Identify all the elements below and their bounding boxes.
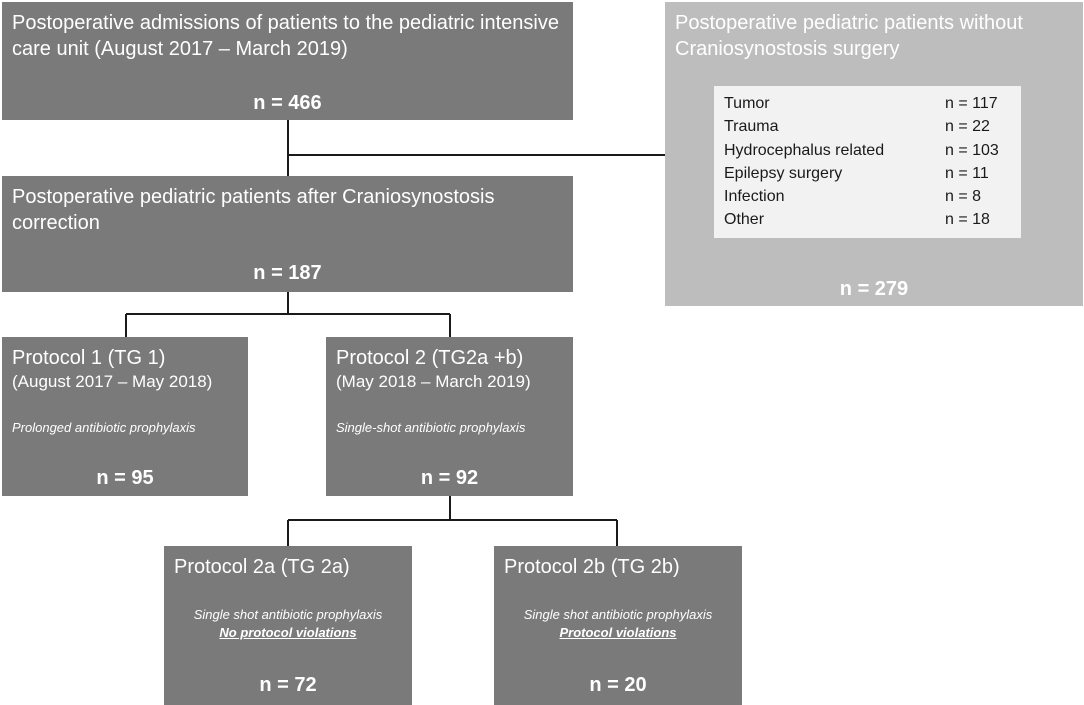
- protocol2a-title: Protocol 2a (TG 2a): [174, 556, 350, 578]
- protocol2-box: Protocol 2 (TG2a +b) (May 2018 – March 2…: [326, 337, 573, 496]
- protocol2-title: Protocol 2 (TG2a +b): [336, 347, 524, 369]
- after-craniosynostosis-box: Postoperative pediatric patients after C…: [2, 176, 573, 292]
- protocol2a-violation: No protocol violations: [219, 625, 357, 640]
- diagnosis-row: Trauma n = 22: [724, 115, 1011, 138]
- diagnosis-label: Hydrocephalus related: [724, 141, 885, 159]
- diagnosis-row: Epilepsy surgery n = 11: [724, 162, 1011, 185]
- protocol2b-box: Protocol 2b (TG 2b) Single shot antibiot…: [494, 546, 742, 705]
- diagnosis-row: Other n = 18: [724, 208, 1011, 231]
- diagnosis-label: Other: [724, 211, 765, 229]
- diagnosis-label: Tumor: [724, 95, 770, 112]
- protocol2b-count: n = 20: [589, 674, 647, 696]
- without-title: Postoperative pediatric patients without…: [675, 12, 1023, 60]
- diagnosis-value: n = 117: [945, 95, 998, 112]
- without-count: n = 279: [839, 278, 909, 300]
- diagnosis-row: Infection n = 8: [724, 185, 1011, 208]
- protocol2b-note: Single shot antibiotic prophylaxis: [523, 607, 713, 622]
- protocol2-period: (May 2018 – March 2019): [336, 372, 531, 391]
- without-craniosynostosis-box: Postoperative pediatric patients without…: [665, 2, 1083, 306]
- protocol2-count: n = 92: [420, 467, 479, 489]
- protocol2b-violation: Protocol violations: [559, 625, 677, 640]
- diagnosis-value: n = 18: [945, 211, 990, 229]
- protocol2b-title: Protocol 2b (TG 2b): [504, 556, 680, 578]
- diagnosis-value: n = 11: [945, 164, 989, 182]
- admissions-box: Postoperative admissions of patients to …: [2, 2, 573, 120]
- diagnosis-label: Infection: [724, 188, 785, 206]
- protocol1-period: (August 2017 – May 2018): [12, 372, 213, 391]
- after-title: Postoperative pediatric patients after C…: [12, 186, 495, 234]
- diagnosis-value: n = 8: [945, 188, 982, 206]
- diagnosis-label: Epilepsy surgery: [724, 164, 843, 182]
- protocol2a-box: Protocol 2a (TG 2a) Single shot antibiot…: [164, 546, 412, 705]
- protocol2a-count: n = 72: [259, 674, 317, 696]
- protocol2a-note: Single shot antibiotic prophylaxis: [193, 607, 383, 622]
- protocol1-box: Protocol 1 (TG 1) (August 2017 – May 201…: [2, 337, 248, 496]
- diagnosis-row: Hydrocephalus related n = 103: [724, 139, 1011, 162]
- diagnosis-value: n = 22: [945, 118, 990, 136]
- diagnosis-value: n = 103: [945, 141, 999, 159]
- protocol1-title: Protocol 1 (TG 1): [12, 347, 166, 369]
- diagnosis-label: Trauma: [724, 118, 779, 136]
- diagnosis-table: Tumor n = 117 Trauma n = 22 Hydrocephalus …: [714, 86, 1021, 238]
- protocol2-note: Single-shot antibiotic prophylaxis: [336, 420, 526, 435]
- protocol2a-note-block: Single shot antibiotic prophylaxis No pr…: [164, 606, 412, 642]
- diagnosis-row: Tumor n = 117: [724, 92, 1011, 115]
- admissions-title: Postoperative admissions of patients to …: [12, 12, 559, 60]
- after-count: n = 187: [253, 262, 322, 284]
- protocol1-count: n = 95: [96, 467, 154, 489]
- admissions-count: n = 466: [253, 92, 322, 114]
- protocol2b-note-block: Single shot antibiotic prophylaxis Proto…: [494, 606, 742, 642]
- protocol1-note: Prolonged antibiotic prophylaxis: [12, 420, 196, 435]
